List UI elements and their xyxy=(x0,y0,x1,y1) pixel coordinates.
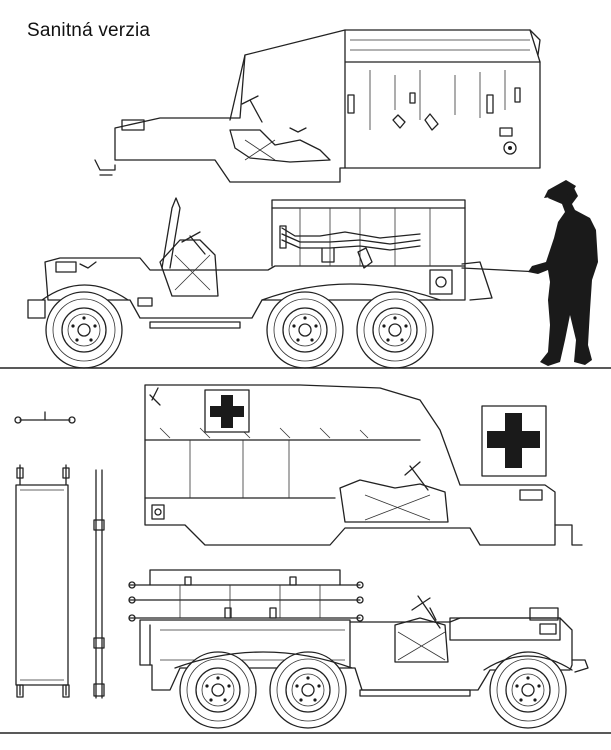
page-title: Sanitná verzia xyxy=(27,20,151,41)
stretcher xyxy=(14,411,105,699)
soldier-silhouette xyxy=(528,184,598,366)
top-view-ambulance xyxy=(144,384,583,546)
side-view-canopy-up xyxy=(0,180,611,369)
side-view-stretchers xyxy=(0,569,611,734)
top-view-canopy-up xyxy=(94,29,541,183)
cross-icon xyxy=(487,413,540,468)
cross-icon xyxy=(210,395,244,428)
